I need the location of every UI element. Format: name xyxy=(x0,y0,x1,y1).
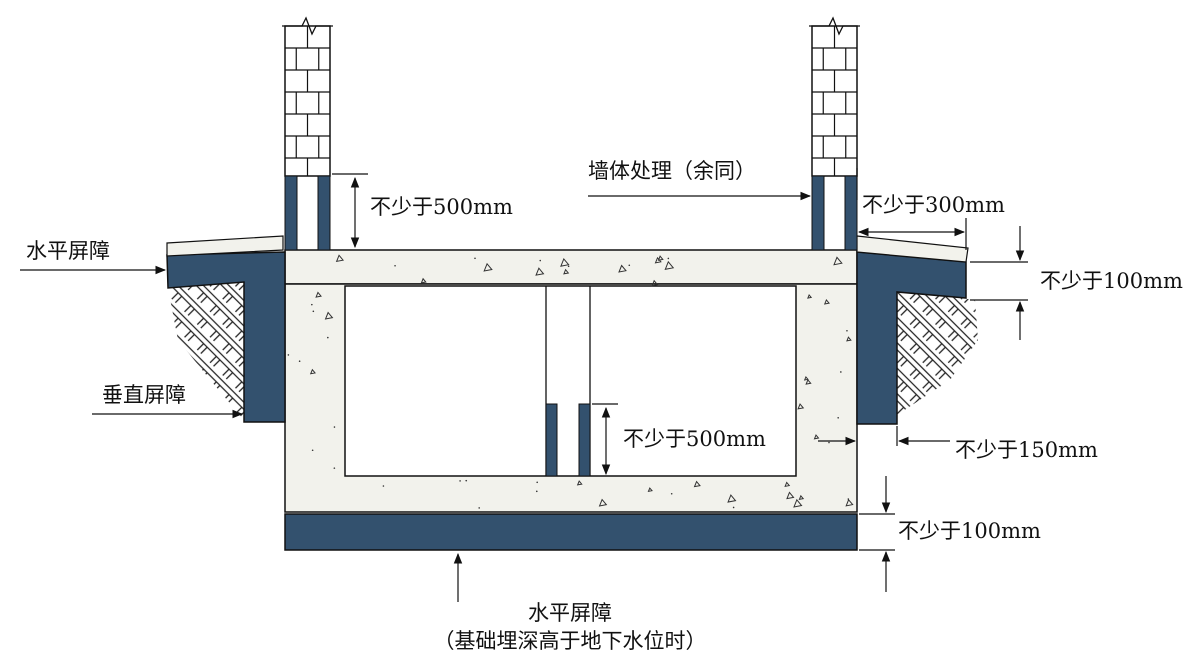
dim-wall-left xyxy=(332,173,368,249)
label-thickness-right: 不少于100mm xyxy=(1040,269,1183,293)
label-wall-dim-left: 不少于500mm xyxy=(370,195,513,219)
dim-wall-right xyxy=(856,168,967,250)
partition-barrier-right xyxy=(578,403,591,477)
left-ground-barrier xyxy=(166,251,286,423)
bottom-horizontal-barrier xyxy=(284,513,858,551)
break-mark-right xyxy=(809,16,860,36)
label-bottom-dim: 不少于100mm xyxy=(898,519,1041,543)
wall-treatment-left xyxy=(284,175,331,251)
left-pavement xyxy=(166,235,284,257)
partition-barrier-left xyxy=(545,403,558,477)
concrete-texture xyxy=(287,254,854,509)
label-wall-dim-right: 不少于300mm xyxy=(862,193,1005,217)
dim-inner xyxy=(592,403,618,476)
label-inner-dim: 不少于500mm xyxy=(623,427,766,451)
brick-wall-right xyxy=(811,25,858,177)
dim-bottom xyxy=(859,476,895,592)
dim-thickness-right xyxy=(970,226,1028,340)
label-wall-treatment: 墙体处理（余同） xyxy=(588,159,756,183)
concrete-slab-top xyxy=(284,249,858,285)
label-side-dim: 不少于150mm xyxy=(955,438,1098,462)
soil-left xyxy=(168,282,244,420)
label-bottom-note: （基础埋深高于地下水位时） xyxy=(434,629,707,653)
soil-right xyxy=(897,290,978,415)
wall-treatment-right xyxy=(811,175,858,251)
label-horizontal-barrier-left: 水平屏障 xyxy=(26,239,110,263)
brick-wall-left xyxy=(284,25,331,177)
concrete-foundation xyxy=(284,283,858,513)
break-mark-left xyxy=(282,16,333,36)
dim-side xyxy=(818,426,950,446)
label-bottom-barrier: 水平屏障 xyxy=(528,601,612,625)
label-vertical-barrier: 垂直屏障 xyxy=(102,383,186,407)
